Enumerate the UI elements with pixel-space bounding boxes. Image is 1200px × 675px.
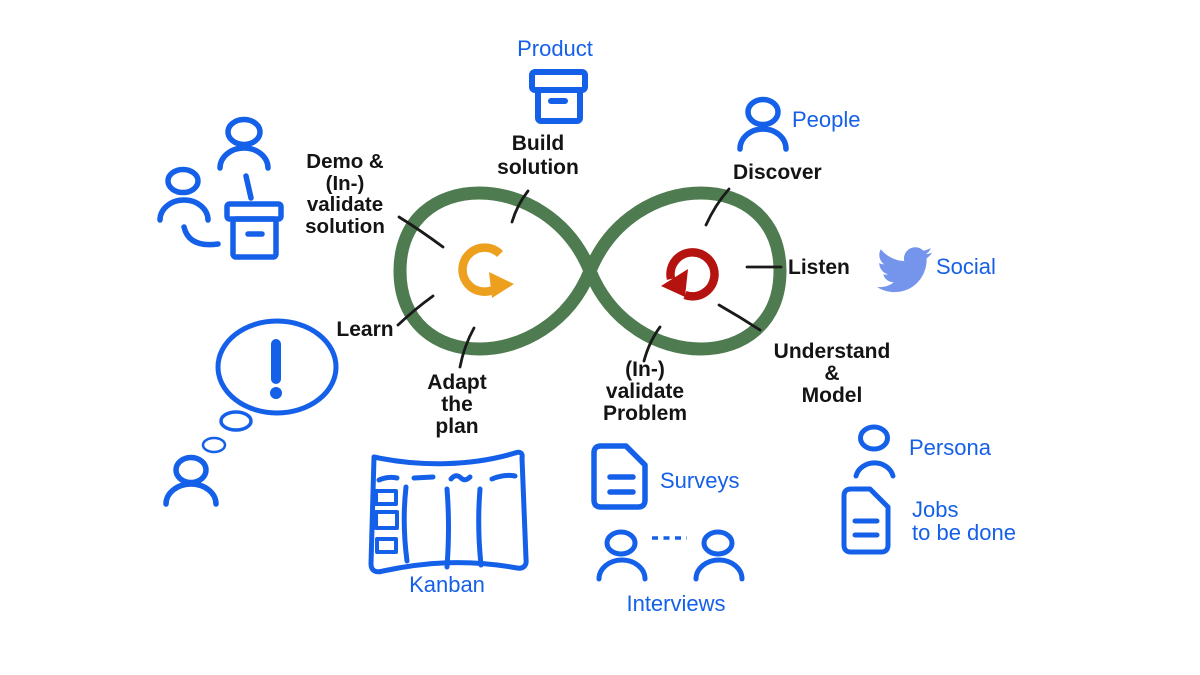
product-label: Product — [517, 36, 593, 61]
exclamation-dot — [270, 387, 282, 399]
presenter-head — [225, 116, 263, 148]
infinity-loop — [393, 186, 787, 356]
thinking-person-icon — [163, 318, 339, 507]
discover-label: Discover — [733, 161, 822, 184]
interviews-label: Interviews — [626, 591, 726, 616]
kanban-board-icon — [368, 449, 529, 575]
interviews-people-icon — [596, 529, 745, 582]
kanban-border — [368, 449, 529, 575]
audience-body — [157, 197, 211, 223]
jobs-to-be-done-label: Jobs to be done — [912, 497, 1016, 545]
kanban-column-line — [476, 486, 484, 568]
thought-dot-small — [201, 436, 227, 454]
product-box-icon — [529, 69, 588, 124]
adapt-the-plan-label: Adapt the plan — [427, 371, 487, 438]
demo-box-body — [230, 216, 279, 260]
kanban-column-line — [444, 486, 451, 570]
tick-demo-validate — [397, 215, 445, 249]
kanban-card — [374, 489, 398, 506]
thinker-head — [173, 454, 209, 486]
tick-adapt-plan — [458, 326, 476, 369]
thought-bubble-icon — [215, 318, 339, 416]
build-solution-label: Build solution — [497, 132, 579, 179]
kanban-header-dash — [376, 474, 400, 483]
jobs-document-icon — [841, 486, 891, 555]
thought-dot-medium — [219, 410, 253, 432]
kanban-header-dash — [489, 472, 518, 482]
tick-learn — [396, 294, 435, 327]
demo-validate-solution-label: Demo & (In-) validate solution — [305, 150, 385, 238]
tick-discover — [704, 187, 731, 227]
thinker-body — [163, 481, 219, 507]
audience-head — [165, 166, 201, 196]
listen-label: Listen — [788, 256, 850, 279]
tick-build-solution — [510, 189, 530, 224]
discovery-rotation-arrow-icon — [661, 248, 719, 301]
twitter-bird-icon — [877, 247, 933, 293]
persona-label: Persona — [909, 435, 991, 460]
persona-icon — [853, 424, 896, 479]
learn-label: Learn — [336, 318, 394, 341]
presenter-body — [217, 145, 271, 171]
invalidate-problem-label: (In-) validate Problem — [602, 358, 688, 425]
kanban-column-line — [401, 484, 410, 564]
tick-understand-model — [717, 303, 762, 332]
understand-model-label: Understand & Model — [773, 340, 891, 407]
delivery-rotation-arrow-icon — [458, 243, 514, 298]
audience-arm — [181, 224, 221, 248]
kanban-label: Kanban — [409, 572, 485, 597]
kanban-header-dash — [411, 474, 436, 481]
tick-invalidate-problem — [642, 325, 662, 363]
kanban-card — [375, 537, 398, 554]
presenter-arm — [243, 173, 254, 201]
social-label: Social — [936, 254, 996, 279]
demo-presentation-icon — [157, 116, 284, 260]
surveys-label: Surveys — [660, 468, 740, 493]
surveys-document-icon — [591, 443, 648, 510]
kanban-header-dash — [448, 473, 473, 483]
kanban-card — [374, 510, 399, 530]
people-icon — [737, 96, 789, 152]
people-label: People — [792, 107, 861, 132]
